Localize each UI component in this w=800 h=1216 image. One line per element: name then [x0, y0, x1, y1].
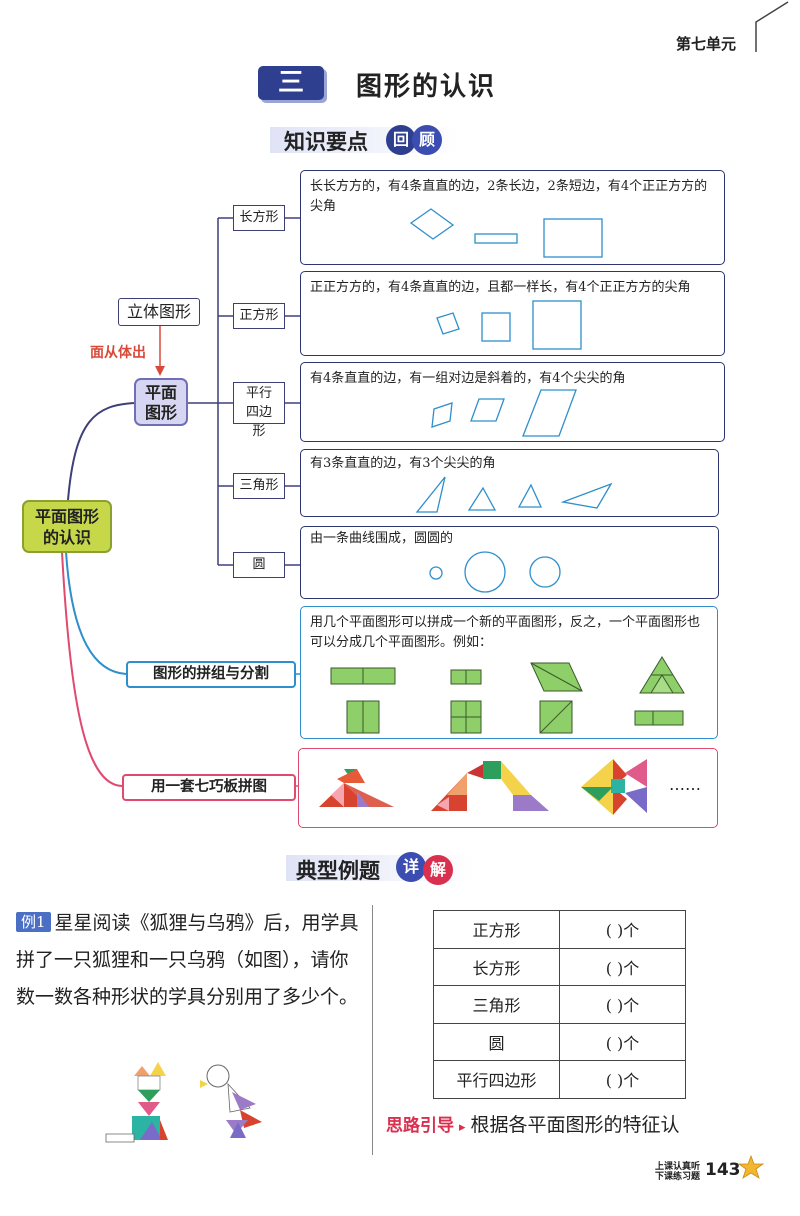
tangram-node: 用一套七巧板拼图	[122, 774, 296, 801]
corner-decoration	[755, 1, 789, 52]
hint-label: 思路引导	[386, 1116, 454, 1136]
example-heading: 典型例题 详 解	[286, 852, 476, 885]
combine-divide-desc: 用几个平面图形可以拼成一个新的平面图形，反之，一个平面图形也可以分成几个平面图形…	[310, 615, 701, 650]
tangram-label: 用一套七巧板拼图	[151, 779, 267, 795]
combine-divide-label: 图形的拼组与分割	[153, 666, 269, 682]
node-parallelogram: 平行四边形	[233, 382, 285, 439]
parallelogram-box: 有4条直直的边，有一组对边是斜着的，有4个尖尖的角	[300, 362, 725, 442]
root-node-label: 平面图形的认识	[34, 507, 99, 547]
count-table: 正方形( )个 长方形( )个 三角形( )个 圆( )个 平行四边形( )个	[433, 910, 686, 1099]
review-heading: 知识要点 回 顾	[270, 124, 460, 156]
tangram-illustrations	[319, 759, 647, 815]
node-triangle: 三角形	[233, 473, 285, 499]
review-circle-1: 回	[386, 125, 416, 155]
triangle-box: 有3条直直的边，有3个尖尖的角	[300, 449, 719, 517]
combine-divide-box: 用几个平面图形可以拼成一个新的平面图形，反之，一个平面图形也可以分成几个平面图形…	[300, 606, 718, 739]
example-problem-text: 星星阅读《狐狸与乌鸦》后，用学具拼了一只狐狸和一只乌鸦（如图），请你数一数各种形…	[16, 912, 359, 1008]
table-row: 长方形( )个	[433, 947, 686, 986]
triangle-shapes-illustration	[415, 476, 613, 513]
example-circle-2: 解	[423, 855, 453, 885]
table-cell-shape: 正方形	[433, 910, 560, 949]
table-cell-shape: 长方形	[433, 947, 560, 986]
tangram-ellipsis: ……	[669, 775, 701, 794]
answer-blank[interactable]: ( )个	[559, 1022, 686, 1061]
answer-blank[interactable]: ( )个	[559, 1060, 686, 1099]
page-number: 143	[705, 1160, 741, 1180]
parallelogram-shapes-illustration	[431, 389, 577, 437]
parallelogram-desc: 有4条直直的边，有一组对边是斜着的，有4个尖尖的角	[310, 371, 626, 386]
solid-figure-label: 立体图形	[126, 302, 191, 321]
circle-box: 由一条曲线围成，圆圆的	[300, 526, 719, 599]
star-mascot-icon	[737, 1154, 765, 1179]
combine-divide-node: 图形的拼组与分割	[126, 661, 296, 688]
hint-text: 根据各平面图形的特征认	[470, 1114, 680, 1136]
node-square-label: 正方形	[239, 308, 279, 323]
rectangle-shapes-illustration	[409, 208, 603, 258]
hint-arrow-icon: ▸	[459, 1120, 466, 1135]
rectangle-box: 长长方方的，有4条直直的边，2条长边，2条短边，有4个正正方方的尖角	[300, 170, 725, 265]
section-title: 图形的认识	[356, 72, 497, 102]
tangram-box: ……	[298, 748, 718, 828]
footer-slogan-line2: 下课练习题	[655, 1172, 701, 1182]
section-number-badge: 三	[258, 66, 324, 100]
plane-figure-node: 平面图形	[134, 378, 188, 426]
combine-divide-illustration	[330, 656, 685, 734]
square-desc: 正正方方的，有4条直直的边，且都一样长，有4个正正方方的尖角	[310, 280, 691, 295]
node-rectangle-label: 长方形	[239, 210, 279, 225]
answer-blank[interactable]: ( )个	[559, 985, 686, 1024]
node-circle: 圆	[233, 552, 285, 578]
node-triangle-label: 三角形	[239, 478, 279, 493]
circle-shapes-illustration	[429, 551, 561, 593]
table-row: 平行四边形( )个	[433, 1060, 686, 1099]
footer-slogan-line1: 上课认真听	[655, 1162, 701, 1172]
node-parallelogram-label: 平行四边形	[245, 386, 272, 439]
unit-label: 第七单元	[676, 35, 737, 53]
solid-figure-node: 立体图形	[118, 298, 200, 326]
answer-blank[interactable]: ( )个	[559, 947, 686, 986]
table-row: 圆( )个	[433, 1022, 686, 1061]
plane-figure-label: 平面图形	[144, 383, 177, 422]
root-node: 平面图形的认识	[22, 500, 112, 553]
review-heading-text: 知识要点	[284, 130, 368, 154]
square-box: 正正方方的，有4条直直的边，且都一样长，有4个正正方方的尖角	[300, 271, 725, 356]
triangle-desc: 有3条直直的边，有3个尖尖的角	[310, 456, 496, 471]
fox-and-crow-illustration	[105, 1062, 262, 1143]
example-heading-text: 典型例题	[296, 859, 380, 883]
review-circle-2: 顾	[412, 125, 442, 155]
example-circle-1: 详	[396, 852, 426, 882]
table-cell-shape: 三角形	[433, 985, 560, 1024]
example-badge: 例1	[16, 912, 51, 932]
node-rectangle: 长方形	[233, 205, 285, 231]
answer-blank[interactable]: ( )个	[559, 910, 686, 949]
node-circle-label: 圆	[252, 557, 266, 572]
table-cell-shape: 圆	[433, 1022, 560, 1061]
solid-arrow-label: 面从体出	[90, 345, 146, 361]
table-row: 正方形( )个	[433, 910, 686, 949]
table-cell-shape: 平行四边形	[433, 1060, 560, 1099]
rectangle-desc: 长长方方的，有4条直直的边，2条长边，2条短边，有4个正正方方的尖角	[310, 179, 708, 214]
circle-desc: 由一条曲线围成，圆圆的	[310, 531, 454, 546]
column-divider	[372, 905, 373, 1155]
square-shapes-illustration	[436, 300, 582, 350]
node-square: 正方形	[233, 303, 285, 329]
table-row: 三角形( )个	[433, 985, 686, 1024]
hint: 思路引导 ▸ 根据各平面图形的特征认	[386, 1110, 680, 1137]
footer-slogan: 上课认真听 下课练习题	[655, 1162, 700, 1182]
